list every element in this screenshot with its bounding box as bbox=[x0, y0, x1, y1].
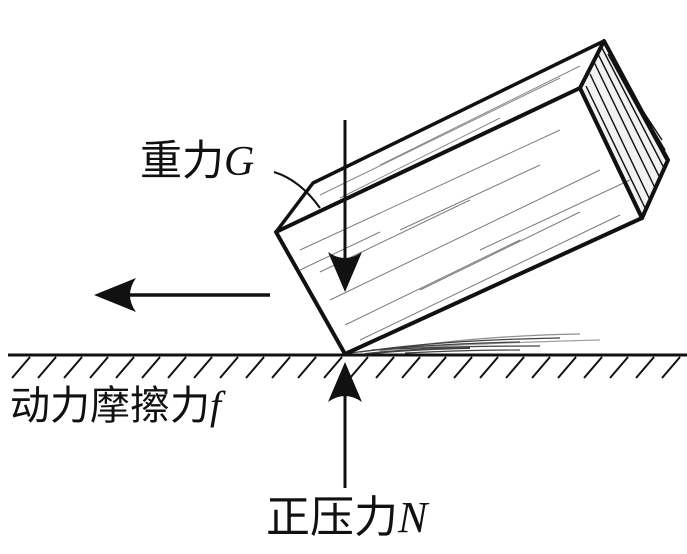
front-face-grain bbox=[299, 129, 631, 341]
hatch-mark bbox=[297, 356, 317, 379]
hatch-mark bbox=[609, 356, 629, 379]
hatch-mark bbox=[375, 356, 395, 379]
hatch-mark bbox=[271, 356, 291, 379]
gravity-label-symbol: G bbox=[224, 139, 255, 185]
hatch-mark bbox=[453, 356, 473, 379]
hatch-mark bbox=[219, 356, 239, 379]
hatch-mark bbox=[141, 356, 161, 379]
hatch-mark bbox=[635, 356, 655, 379]
hatch-mark bbox=[37, 356, 57, 379]
block-end-face bbox=[578, 39, 670, 220]
hatch-mark bbox=[661, 356, 681, 379]
hatch-mark bbox=[323, 356, 343, 379]
hatch-mark bbox=[583, 356, 603, 379]
contact-shadow bbox=[349, 333, 601, 355]
wooden-block bbox=[274, 39, 670, 356]
normal-arrowhead bbox=[328, 362, 362, 402]
hatch-mark bbox=[401, 356, 421, 379]
hatch-mark bbox=[427, 356, 447, 379]
hatch-mark bbox=[11, 356, 31, 379]
hatch-mark bbox=[89, 356, 109, 379]
friction-label-text: 动力摩擦力 bbox=[10, 383, 210, 429]
normal-force-label: 正压力N bbox=[266, 496, 427, 540]
hatch-mark bbox=[193, 356, 213, 379]
ground-hatching bbox=[11, 356, 681, 379]
hatch-mark bbox=[531, 356, 551, 379]
hatch-mark bbox=[167, 356, 187, 379]
hatch-mark bbox=[245, 356, 265, 379]
hatch-mark bbox=[349, 356, 369, 379]
normal-label-text: 正压力 bbox=[266, 492, 398, 543]
hatch-mark bbox=[63, 356, 83, 379]
friction-label-symbol: f bbox=[210, 383, 222, 428]
friction-label: 动力摩擦力f bbox=[10, 383, 222, 429]
hatch-mark bbox=[115, 356, 135, 379]
gravity-arrowhead bbox=[328, 252, 362, 292]
end-face-grain bbox=[585, 47, 667, 211]
gravity-label: 重力G bbox=[140, 139, 255, 185]
gravity-label-text: 重力 bbox=[140, 136, 225, 185]
hatch-mark bbox=[505, 356, 525, 379]
gravity-arrow bbox=[328, 120, 362, 292]
normal-label-symbol: N bbox=[398, 493, 428, 542]
friction-arrow bbox=[94, 278, 270, 312]
hatch-mark bbox=[479, 356, 499, 379]
top-face-grain bbox=[319, 65, 581, 199]
normal-force-arrow bbox=[328, 362, 362, 488]
friction-arrowhead bbox=[94, 278, 136, 312]
hatch-mark bbox=[557, 356, 577, 379]
gravity-leader-line bbox=[273, 171, 321, 209]
